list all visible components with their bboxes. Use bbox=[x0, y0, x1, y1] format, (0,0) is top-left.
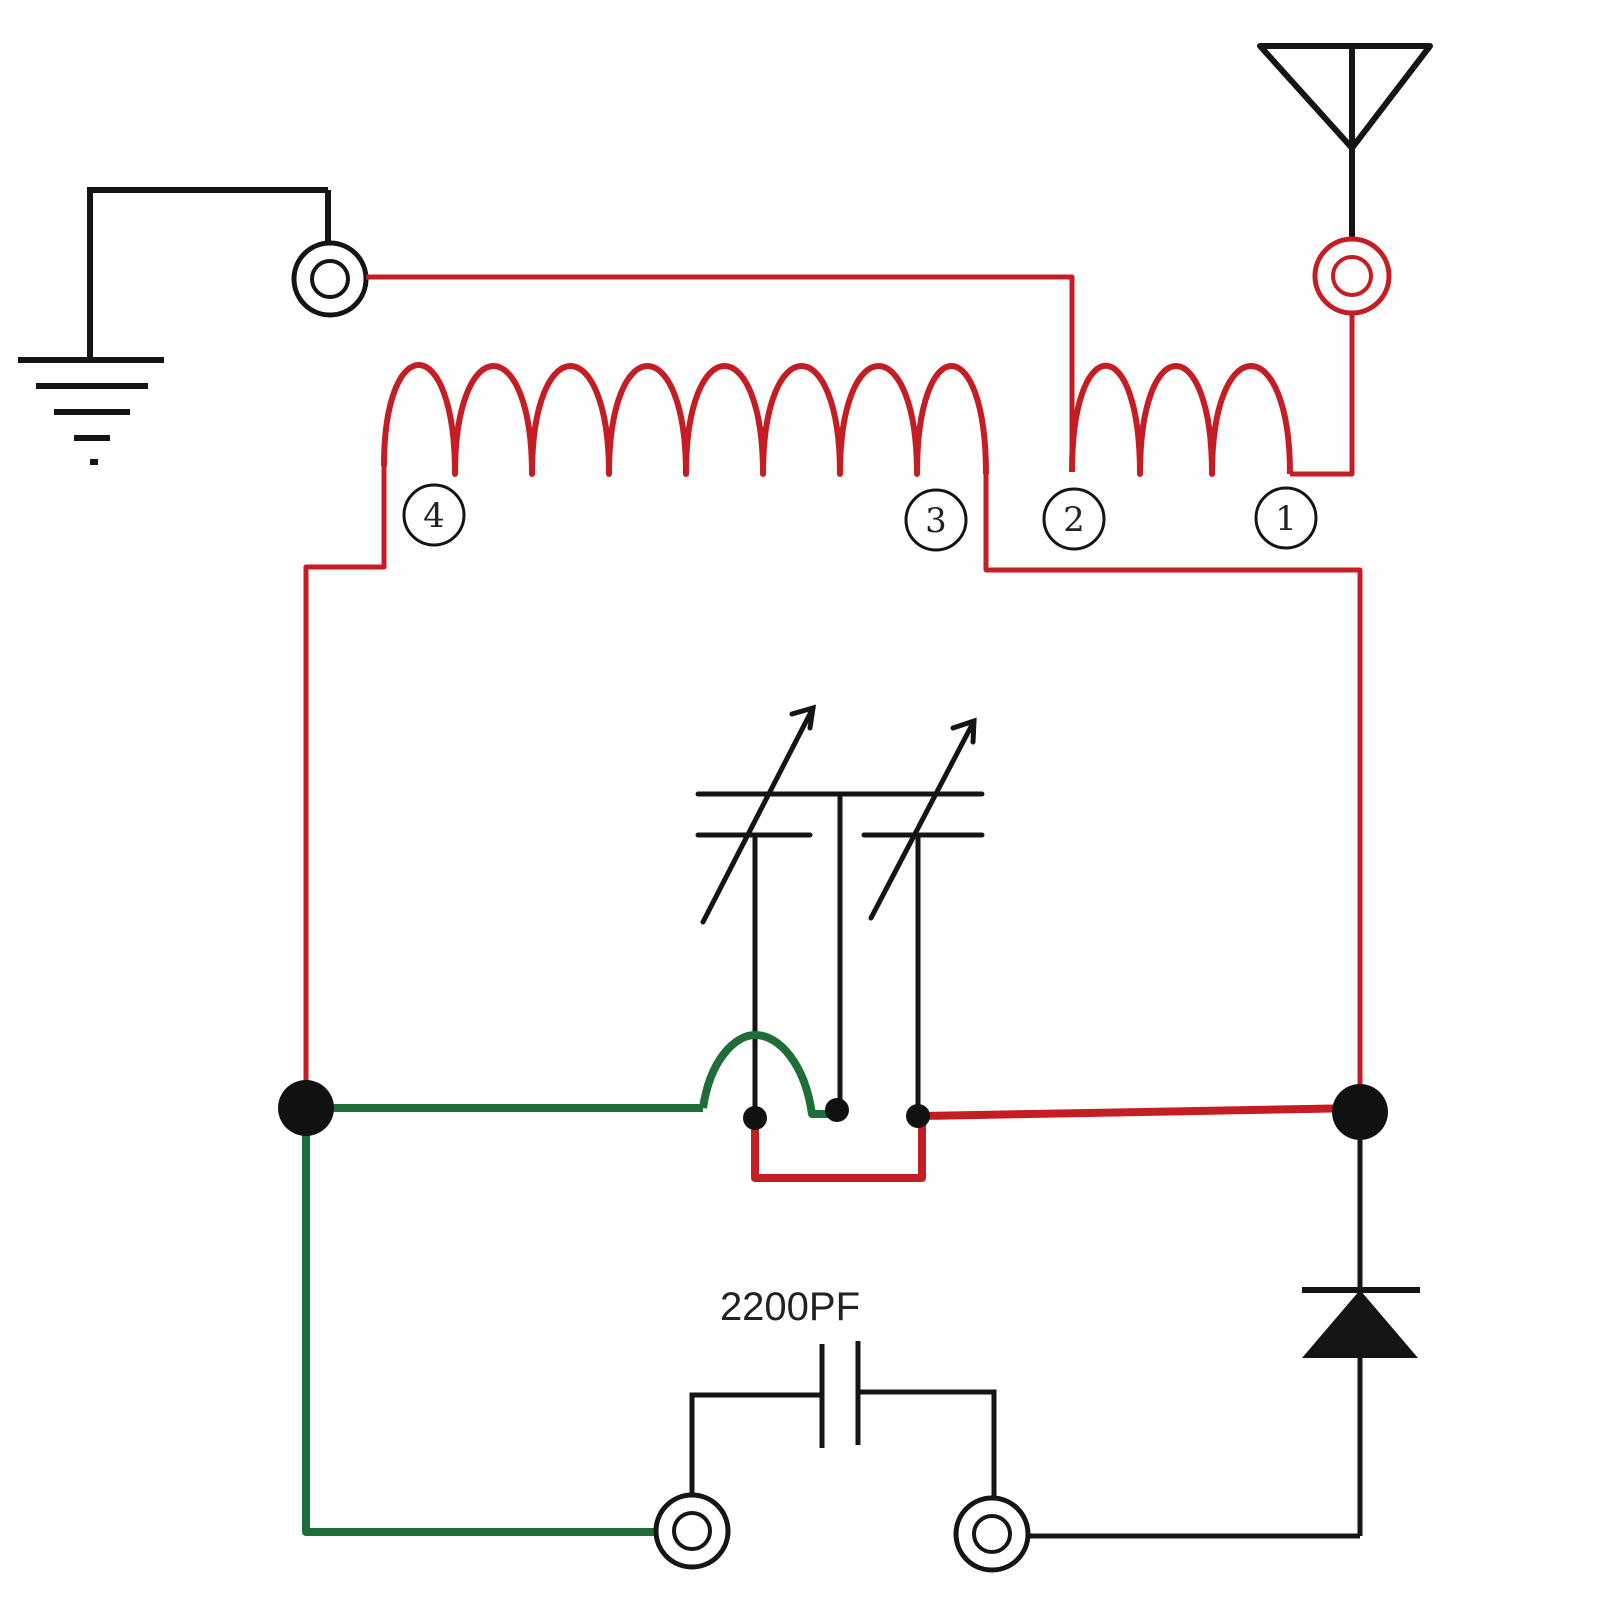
tap-3: 3 bbox=[904, 488, 968, 552]
output-terminal-right[interactable] bbox=[953, 1495, 1031, 1573]
junction-left bbox=[278, 1080, 334, 1136]
capacitor-label: 2200PF bbox=[720, 1285, 860, 1329]
diode-icon bbox=[1302, 1140, 1420, 1536]
capacitor-icon bbox=[689, 1341, 1360, 1539]
tuning-wiring bbox=[751, 1104, 1361, 1182]
inductor-main-icon bbox=[381, 362, 989, 477]
svg-text:4: 4 bbox=[423, 496, 445, 536]
ground-terminal[interactable] bbox=[291, 240, 369, 318]
ground-icon bbox=[18, 187, 331, 465]
variable-capacitor-icon bbox=[695, 704, 985, 1115]
svg-text:2: 2 bbox=[1063, 500, 1085, 540]
junction-cap-b bbox=[825, 1098, 849, 1122]
antenna-terminal[interactable] bbox=[1312, 236, 1392, 316]
output-terminal-left[interactable] bbox=[653, 1492, 731, 1570]
junction-right bbox=[1332, 1084, 1388, 1140]
antenna-icon bbox=[1257, 43, 1433, 240]
inductor-antenna-icon bbox=[1069, 363, 1293, 477]
junction-cap-c bbox=[906, 1104, 930, 1128]
ground-wiring bbox=[302, 1031, 836, 1536]
tap-4: 4 bbox=[402, 483, 466, 547]
tap-1: 1 bbox=[1254, 486, 1318, 550]
junction-cap-a bbox=[743, 1106, 767, 1130]
tap-2: 2 bbox=[1042, 487, 1106, 551]
coil-wiring bbox=[303, 274, 1363, 1105]
junction-dots bbox=[278, 1080, 1388, 1140]
svg-text:3: 3 bbox=[925, 501, 947, 541]
svg-text:1: 1 bbox=[1275, 499, 1297, 539]
